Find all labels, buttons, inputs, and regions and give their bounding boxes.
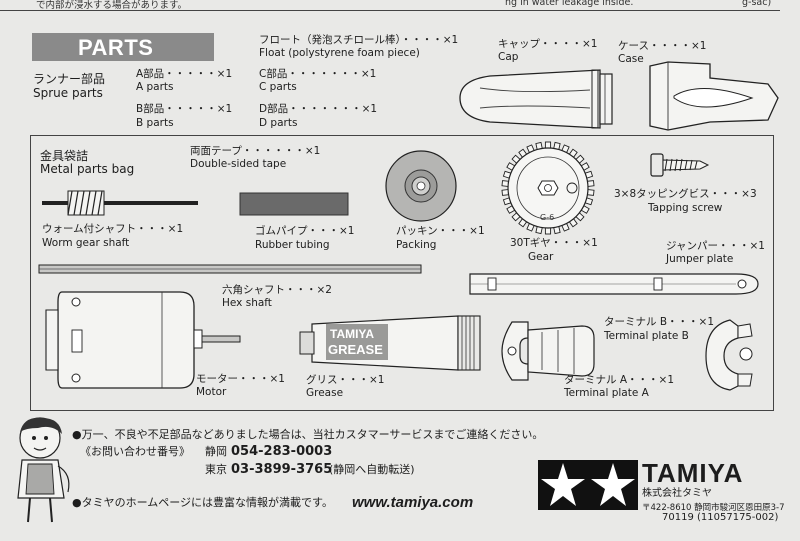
top-text-strip: で内部が浸水する場合があります。 ng in water leakage ins… xyxy=(0,0,800,12)
cap-drawing xyxy=(459,69,613,129)
tape-label-en: Double-sided tape xyxy=(190,158,287,170)
case-drawing xyxy=(649,61,779,131)
jumper-label-jp: ジャンパー・・・×1 xyxy=(666,240,765,252)
packing-label-jp: パッキン・・・×1 xyxy=(396,225,485,237)
top-en-fragment: ng in water leakage inside. xyxy=(505,0,634,8)
product-code: 70119 (11057175-002) xyxy=(662,512,779,523)
grease-tube-line1: TAMIYA xyxy=(330,327,374,341)
grease-tube-drawing: TAMIYA GREASE xyxy=(299,315,481,371)
worm-label-jp: ウォーム付シャフト・・・×1 xyxy=(42,223,184,235)
terminal-plate-a-drawing xyxy=(501,321,595,381)
top-divider xyxy=(0,10,780,11)
screw-label-jp: 3×8タッピングビス・・・×3 xyxy=(614,188,757,200)
sprue-label-jp: ランナー部品 xyxy=(33,72,106,86)
d-parts-en: D parts xyxy=(259,117,298,129)
company-name: 株式会社タミヤ xyxy=(642,488,712,499)
b-parts-jp: B部品・・・・・×1 xyxy=(136,103,233,115)
jumper-label-en: Jumper plate xyxy=(666,253,734,265)
top-right-fragment: g-sac) xyxy=(742,0,772,8)
cap-label-jp: キャップ・・・・×1 xyxy=(498,38,598,50)
motor-label-en: Motor xyxy=(196,386,227,398)
parts-title: PARTS xyxy=(78,35,154,60)
top-jp-fragment: で内部が浸水する場合があります。 xyxy=(36,0,188,11)
tamiya-star-logo xyxy=(538,460,638,510)
rubber-label-en: Rubber tubing xyxy=(255,239,330,251)
website-url[interactable]: www.tamiya.com xyxy=(352,494,474,511)
tokyo-phone: 03-3899-3765 xyxy=(231,462,333,477)
tape-label-jp: 両面テープ・・・・・・×1 xyxy=(190,145,321,157)
grease-label-jp: グリス・・・×1 xyxy=(306,374,385,386)
terminal-a-label-en: Terminal plate A xyxy=(564,387,649,399)
jumper-plate-drawing xyxy=(469,273,759,295)
d-parts-jp: D部品・・・・・・・×1 xyxy=(259,103,378,115)
metal-parts-box xyxy=(30,135,774,411)
c-parts-en: C parts xyxy=(259,81,297,93)
b-parts-en: B parts xyxy=(136,117,174,129)
terminal-b-label-jp: ターミナル B・・・×1 xyxy=(604,316,715,328)
terminal-b-label-en: Terminal plate B xyxy=(604,330,689,342)
rubber-label-jp: ゴムパイプ・・・×1 xyxy=(255,225,355,237)
hex-shaft-drawing xyxy=(38,264,422,274)
case-label-jp: ケース・・・・×1 xyxy=(618,40,707,52)
c-parts-jp: C部品・・・・・・・×1 xyxy=(259,68,377,80)
motor-drawing xyxy=(45,291,241,389)
a-parts-jp: A部品・・・・・×1 xyxy=(136,68,233,80)
sprue-label-en: Sprue parts xyxy=(33,86,103,100)
metal-bag-en: Metal parts bag xyxy=(40,162,135,176)
a-parts-en: A parts xyxy=(136,81,174,93)
hex-label-jp: 六角シャフト・・・×2 xyxy=(222,284,332,296)
homepage-text: ●タミヤのホームページには豊富な情報が満載です。 xyxy=(72,496,333,509)
gear-label-jp: 30Tギヤ・・・×1 xyxy=(510,237,598,249)
shizuoka-phone: 054-283-0003 xyxy=(231,444,333,459)
hex-label-en: Hex shaft xyxy=(222,297,272,309)
parts-title-banner: PARTS xyxy=(32,33,214,61)
worm-gear-shaft-drawing xyxy=(42,190,198,216)
cap-label-en: Cap xyxy=(498,51,519,63)
tokyo-label: 東京 xyxy=(205,463,227,476)
terminal-plate-b-drawing xyxy=(705,319,753,391)
gear-mark: G-6 xyxy=(540,213,554,222)
notice-text: ●万一、不良や不足部品などありました場合は、当社カスタマーサービスまでご連絡くだ… xyxy=(72,428,544,441)
metal-bag-jp: 金具袋詰 xyxy=(40,149,89,163)
terminal-a-label-jp: ターミナル A・・・×1 xyxy=(564,374,674,386)
packing-drawing xyxy=(385,150,457,222)
worm-label-en: Worm gear shaft xyxy=(42,237,130,249)
tape-drawing xyxy=(239,192,349,216)
grease-label-en: Grease xyxy=(306,387,344,399)
float-label-en: Float (polystyrene foam piece) xyxy=(259,47,420,59)
gear-label-en: Gear xyxy=(528,251,554,263)
inquiry-label: 《お問い合わせ番号》 xyxy=(80,445,190,458)
packing-label-en: Packing xyxy=(396,239,437,251)
tokyo-note: (静岡へ自動転送) xyxy=(329,463,415,476)
tapping-screw-drawing xyxy=(650,153,710,177)
gear-drawing: G-6 xyxy=(501,141,595,235)
screw-label-en: Tapping screw xyxy=(648,202,723,214)
float-label-jp: フロート（発泡スチロール棒）・・・・×1 xyxy=(259,34,459,46)
brand-name: TAMIYA xyxy=(642,458,744,488)
grease-tube-line2: GREASE xyxy=(328,342,383,357)
company-address: 〒422-8610 静岡市駿河区恩田原3-7 xyxy=(642,503,785,513)
motor-label-jp: モーター・・・×1 xyxy=(196,373,285,385)
mascot-illustration xyxy=(17,417,70,523)
shizuoka-label: 静岡 xyxy=(205,445,227,458)
case-label-en: Case xyxy=(618,53,644,65)
